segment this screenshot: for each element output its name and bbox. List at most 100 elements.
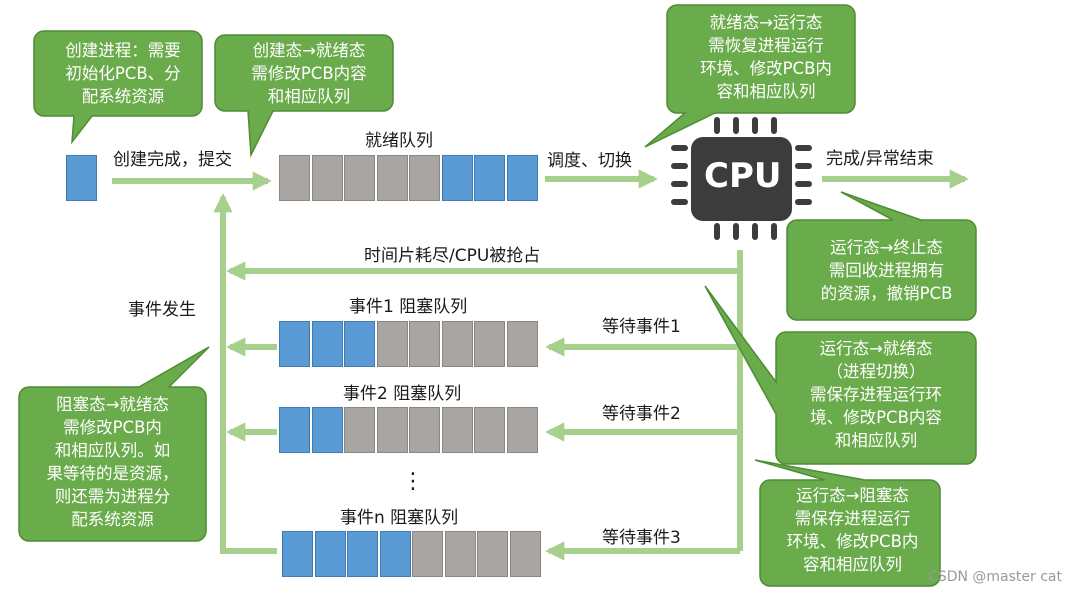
schedule-switch-label: 调度、切换: [547, 151, 632, 171]
callout-run-ready-text: 运行态→就绪态 （进程切换） 需保存进程运行环境、修改PCB内容和相应队列: [776, 337, 976, 452]
callout-line: 果等待的是资源，: [46, 464, 179, 483]
callout-line: 需回收进程拥有: [828, 261, 945, 280]
queue-slot: blue: [279, 407, 310, 453]
callout-line: 和相应队列: [267, 87, 351, 106]
callout-line: 则还需为进程分: [54, 487, 171, 506]
queue-slot: grey: [441, 407, 473, 453]
watermark: CSDN @master cat: [928, 569, 1062, 585]
wait-event3-label: 等待事件3: [602, 528, 681, 548]
event2-queue-title: 事件2 阻塞队列: [343, 384, 462, 404]
queue-slot: grey: [409, 407, 440, 453]
callout-line: 初始化PCB、分: [65, 64, 181, 83]
callout-run-end-text: 运行态→终止态需回收进程拥有的资源，撤销PCB: [787, 236, 986, 305]
callout-ready-run-text: 就绪态→运行态需恢复进程运行环境、修改PCB内容和相应队列: [677, 11, 855, 103]
cpu-label: CPU: [704, 156, 782, 196]
callout-run-block-shape: [754, 459, 941, 587]
callout-run-ready-shape: [704, 285, 977, 465]
queue-slot: grey: [376, 407, 408, 453]
queue-slot: blue: [314, 531, 346, 577]
callout-line: 和相应队列。如: [54, 441, 171, 460]
queue-slot: blue: [347, 531, 378, 577]
callout-create-shape: [33, 30, 203, 145]
callout-line: 环境、修改PCB内: [786, 532, 919, 551]
callout-line: 容和相应队列: [803, 555, 902, 574]
cpu-chip-icon: [671, 117, 812, 240]
event1-blocked-queue: bluebluebluegreygreygreygreygrey: [279, 321, 539, 367]
callout-line: 容和相应队列: [716, 82, 816, 101]
callout-line: 境、修改PCB内容: [810, 408, 942, 427]
vertical-ellipsis: ⋮: [402, 469, 424, 494]
queue-slot: grey: [506, 321, 538, 367]
eventn-queue-title: 事件n 阻塞队列: [340, 508, 459, 528]
callout-line: 需修改PCB内容: [251, 64, 367, 83]
callout-line: 运行态→就绪态: [819, 339, 933, 358]
ready-queue-title: 就绪队列: [365, 131, 433, 151]
new-process-slot: blue: [66, 155, 99, 201]
callout-line: 需修改PCB内: [63, 418, 162, 437]
timeslice-label: 时间片耗尽/CPU被抢占: [364, 246, 541, 266]
callout-line: 运行态→终止态: [830, 238, 943, 257]
queue-slot: grey: [279, 155, 310, 201]
queue-slot: grey: [506, 407, 538, 453]
callout-create-ready-text: 创建态→就绪态需修改PCB内容和相应队列: [225, 39, 393, 108]
callout-create-ready-shape: [214, 34, 394, 158]
queue-slot: grey: [311, 155, 343, 201]
queue-slot: blue: [506, 155, 538, 201]
queue-slot: blue: [311, 321, 343, 367]
ready-queue: greygreygreygreygreyblueblueblue: [279, 155, 539, 201]
queue-slot: grey: [376, 155, 408, 201]
callout-block-ready-shape: [18, 346, 210, 542]
queue-slot: grey: [409, 321, 440, 367]
queue-slot: blue: [282, 531, 313, 577]
callout-line: 就绪态→运行态: [709, 13, 823, 32]
queue-slot: blue: [474, 155, 505, 201]
callout-line: 配系统资源: [71, 510, 154, 529]
queue-slot: blue: [66, 155, 97, 201]
callout-run-block-text: 运行态→阻塞态需保存进程运行环境、修改PCB内容和相应队列: [760, 484, 945, 576]
callout-create-text: 创建进程：需要初始化PCB、分配系统资源: [44, 39, 202, 108]
callout-line: 需保存进程运行环: [810, 385, 942, 404]
queue-slot: grey: [412, 531, 443, 577]
callout-line: 创建态→就绪态: [252, 41, 366, 60]
callout-line: 和相应队列: [834, 431, 918, 450]
callout-line: 运行态→阻塞态: [796, 486, 909, 505]
queue-slot: grey: [376, 321, 408, 367]
callout-line: 环境、修改PCB内: [700, 59, 832, 78]
arrows: [112, 169, 969, 561]
queue-slot: blue: [311, 407, 343, 453]
arrow-event-occurs: [213, 193, 277, 554]
callout-line: 创建进程：需要: [65, 41, 181, 60]
callout-line: 配系统资源: [81, 87, 165, 106]
callout-line: 需保存进程运行: [794, 509, 911, 528]
queue-slot: grey: [477, 531, 508, 577]
finish-label: 完成/异常结束: [826, 149, 934, 169]
queue-slot: grey: [509, 531, 541, 577]
queue-slot: grey: [344, 155, 375, 201]
create-complete-label: 创建完成，提交: [113, 150, 232, 170]
queue-slot: grey: [344, 407, 375, 453]
eventn-blocked-queue: bluebluebluebluegreygreygreygrey: [282, 531, 542, 577]
event2-blocked-queue: bluebluegreygreygreygreygreygrey: [279, 407, 539, 453]
queue-slot: grey: [474, 321, 505, 367]
queue-slot: grey: [409, 155, 440, 201]
callout-ready-run-shape: [644, 4, 856, 148]
event-occurs-label: 事件发生: [128, 300, 196, 320]
wait-event2-label: 等待事件2: [602, 404, 681, 424]
queue-slot: blue: [379, 531, 411, 577]
queue-slot: blue: [344, 321, 375, 367]
callout-shapes: [18, 4, 977, 587]
callout-line: 的资源，撤销PCB: [820, 284, 953, 303]
wait-event1-label: 等待事件1: [602, 317, 681, 337]
queue-slot: blue: [279, 321, 310, 367]
callout-block-ready-text: 阻塞态→就绪态需修改PCB内和相应队列。如果等待的是资源， 则还需为进程分配系统资…: [19, 393, 206, 531]
event1-queue-title: 事件1 阻塞队列: [349, 297, 468, 317]
queue-slot: grey: [444, 531, 476, 577]
queue-slot: grey: [441, 321, 473, 367]
queue-slot: grey: [474, 407, 505, 453]
callout-line: （进程切换）: [826, 362, 926, 381]
callout-line: 阻塞态→就绪态: [56, 395, 169, 414]
callout-run-end-shape: [786, 191, 977, 321]
callout-line: 需恢复进程运行: [708, 36, 824, 55]
queue-slot: blue: [441, 155, 473, 201]
